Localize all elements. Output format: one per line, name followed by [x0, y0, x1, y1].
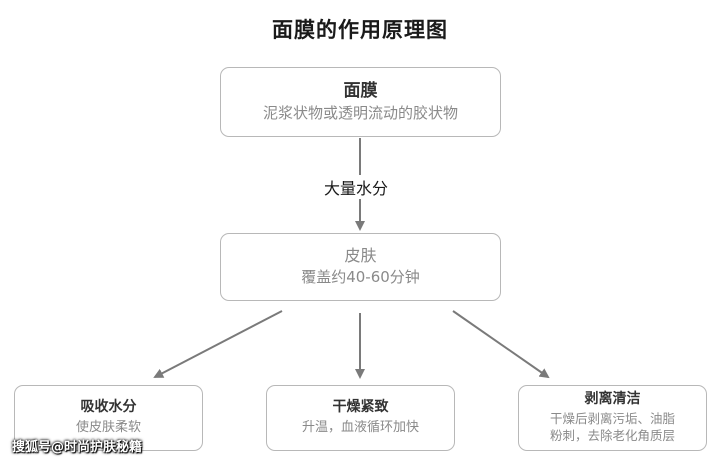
node-absorb-moisture: 吸收水分 使皮肤柔软 — [14, 385, 203, 451]
node-skin: 皮肤 覆盖约40-60分钟 — [220, 233, 501, 301]
diagram-title: 面膜的作用原理图 — [272, 18, 448, 42]
node-dry-heading: 干燥紧致 — [332, 399, 389, 416]
node-mask-heading: 面膜 — [343, 80, 378, 101]
node-mask-description: 泥浆状物或透明流动的胶状物 — [262, 103, 458, 122]
node-peel-clean: 剥离清洁 干燥后剥离污垢、油脂 粉刺，去除老化角质层 — [518, 385, 707, 451]
node-absorb-description: 使皮肤柔软 — [75, 419, 141, 435]
node-peel-heading: 剥离清洁 — [584, 390, 641, 407]
node-mask: 面膜 泥浆状物或透明流动的胶状物 — [220, 67, 501, 137]
node-peel-description-line1: 干燥后剥离污垢、油脂 — [549, 411, 675, 427]
watermark: 搜狐号@时尚护肤秘籍 — [12, 440, 143, 455]
node-absorb-heading: 吸收水分 — [80, 399, 137, 416]
edge-skin-to-peel — [452, 310, 550, 379]
edge-skin-to-absorb — [153, 310, 283, 378]
node-dry-description: 升温，血液循环加快 — [301, 419, 419, 435]
edge-label-mask-to-skin: 大量水分 — [322, 175, 391, 199]
node-skin-heading: 皮肤 — [344, 246, 377, 266]
node-peel-description-line2: 粉刺，去除老化角质层 — [549, 428, 675, 444]
node-skin-description: 覆盖约40-60分钟 — [301, 268, 420, 287]
node-dry-tighten: 干燥紧致 升温，血液循环加快 — [266, 385, 455, 451]
